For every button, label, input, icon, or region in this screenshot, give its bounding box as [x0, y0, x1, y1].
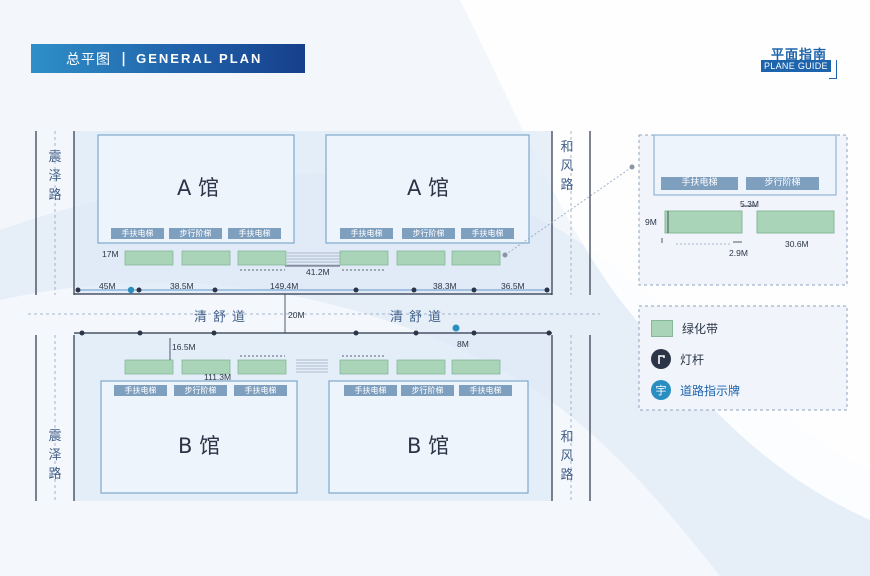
escalator-tag: 手扶电梯 [228, 228, 281, 239]
road-centerlines [28, 131, 600, 501]
logo-text-cn: 平面指南 [771, 48, 828, 63]
hall-b-right-label: B 馆 [407, 434, 450, 458]
dimension-label: 2.9M [729, 248, 748, 258]
escalator-tag: 手扶电梯 [114, 385, 167, 396]
detail-green-belt [664, 210, 743, 234]
legend-label: 绿化带 [682, 322, 719, 336]
escalator-tag: 手扶电梯 [461, 228, 514, 239]
dimension-label: 8M [457, 339, 469, 349]
green-belts-south [124, 359, 501, 375]
road-label-zhenze-north: 震泽路 [48, 150, 62, 203]
green-belt-swatch [651, 320, 673, 337]
light-pole-icon [651, 349, 671, 369]
detail-dimension-lines [661, 205, 757, 243]
crosswalks [287, 252, 340, 373]
escalator-tag: 手扶电梯 [340, 228, 393, 239]
callout-anchor [629, 164, 635, 170]
detail-stairs-tag: 步行阶梯 [746, 177, 819, 190]
hall-a-right-label: A 馆 [407, 176, 450, 200]
road-sign-marker [452, 324, 460, 332]
legend-item-road-sign: 宇 道路指示牌 [651, 380, 740, 400]
escalator-tag: 手扶电梯 [344, 385, 397, 396]
road-label-hefeng-south: 和风路 [560, 430, 574, 483]
detail-callout-line [504, 166, 633, 256]
road-sign-marker [127, 286, 135, 294]
dimension-label: 20M [288, 310, 305, 320]
hall-a-left-building [97, 134, 295, 244]
stairs-tag: 步行阶梯 [401, 385, 454, 396]
dimension-label: 38.3M [433, 281, 457, 291]
page-title-en: GENERAL PLAN [136, 51, 263, 66]
dimension-label: 45M [99, 281, 116, 291]
green-belts-north [124, 250, 501, 266]
legend-frame [638, 305, 848, 411]
dimension-label: 149.4M [270, 281, 299, 291]
escalator-tag: 手扶电梯 [111, 228, 164, 239]
title-separator: | [121, 50, 127, 67]
dimension-label: 30.6M [785, 239, 809, 249]
dashed-dimension-lines [240, 269, 385, 357]
dimension-label: 17M [102, 249, 119, 259]
dimension-label: 9M [645, 217, 657, 227]
page-title-cn: 总平图 [66, 51, 111, 68]
dimension-label: 41.2M [306, 267, 330, 277]
stairs-tag: 步行阶梯 [174, 385, 227, 396]
dimension-label: 5.3M [740, 199, 759, 209]
dimension-label: 111.3M [204, 372, 232, 382]
legend-label: 道路指示牌 [680, 383, 741, 398]
stairs-tag: 步行阶梯 [169, 228, 222, 239]
legend-label: 灯杆 [680, 352, 705, 367]
logo-text-en: PLANE GUIDE [761, 60, 831, 72]
hall-b-left-building [100, 380, 298, 494]
legend-item-light-pole: 灯杆 [651, 349, 704, 369]
road-label-qingshu-east: 清舒道 [390, 310, 448, 325]
callout-anchor [502, 252, 508, 258]
stairs-tag: 步行阶梯 [402, 228, 455, 239]
escalator-tag: 手扶电梯 [459, 385, 512, 396]
detail-green-belt [756, 210, 835, 234]
dimension-label: 16.5M [172, 342, 196, 352]
road-label-qingshu-west: 清舒道 [194, 310, 252, 325]
hall-a-left-label: A 馆 [177, 176, 220, 200]
dimension-label: 36.5M [501, 281, 525, 291]
road-sign-icon: 宇 [651, 380, 671, 400]
logo-frame [829, 60, 837, 79]
road-label-zhenze-south: 震泽路 [48, 429, 62, 482]
dimension-lines [78, 265, 548, 360]
page-title-bar: 总平图 | GENERAL PLAN [31, 44, 305, 73]
plane-guide-logo: 平面指南 PLANE GUIDE [761, 44, 837, 80]
dimension-label: 38.5M [170, 281, 194, 291]
hall-b-right-building [328, 380, 529, 494]
detail-escalator-tag: 手扶电梯 [661, 177, 738, 190]
road-label-hefeng-north: 和风路 [560, 140, 574, 193]
light-pole-markers-north [75, 287, 552, 336]
escalator-tag: 手扶电梯 [234, 385, 287, 396]
hall-a-right-building [325, 134, 530, 244]
legend-item-green-belt: 绿化带 [651, 320, 718, 337]
side-road-lines [35, 131, 591, 501]
buildings [97, 134, 530, 494]
hall-b-left-label: B 馆 [178, 434, 221, 458]
